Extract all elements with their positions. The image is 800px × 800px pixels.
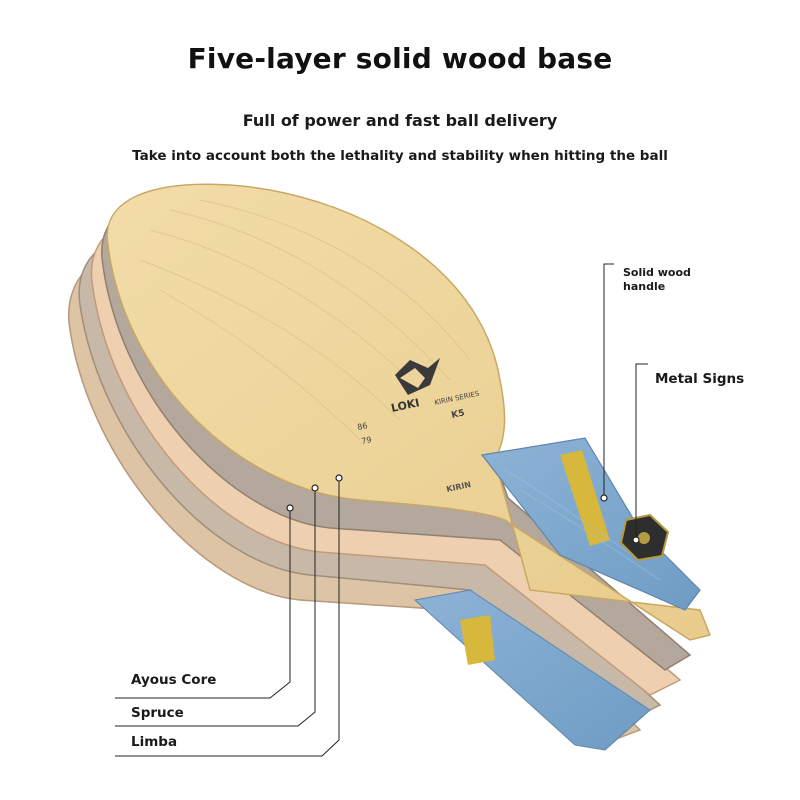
- blade-model-text: K5: [451, 408, 466, 421]
- blade-logo: [395, 358, 440, 395]
- callout-spruce-line: [115, 484, 319, 727]
- callout-handle-line: [600, 263, 614, 502]
- metal-badge-icon: [619, 513, 670, 562]
- blade-speed-text: 86: [357, 421, 369, 432]
- handle-front: [480, 437, 701, 611]
- page-subtitle: Full of power and fast ball delivery: [242, 111, 558, 130]
- callout-spruce-label: Spruce: [131, 705, 184, 721]
- blade-brand-text: LOKI: [390, 396, 421, 415]
- page-title: Five-layer solid wood base: [187, 42, 613, 75]
- callout-limba-label: Limba: [131, 734, 178, 750]
- callout-metal-label: Metal Signs: [655, 371, 745, 387]
- callout-limba-line: [115, 474, 343, 757]
- callout-handle-label: Solid wood handle: [623, 266, 691, 293]
- handle-back: [413, 589, 651, 751]
- callout-metal-line: [632, 363, 648, 544]
- callout-ayous-line: [115, 504, 294, 699]
- callout-ayous-label: Ayous Core: [131, 672, 217, 688]
- blade-control-text: 79: [361, 435, 373, 446]
- page-tagline: Take into account both the lethality and…: [132, 148, 668, 164]
- blade-face: [106, 183, 712, 641]
